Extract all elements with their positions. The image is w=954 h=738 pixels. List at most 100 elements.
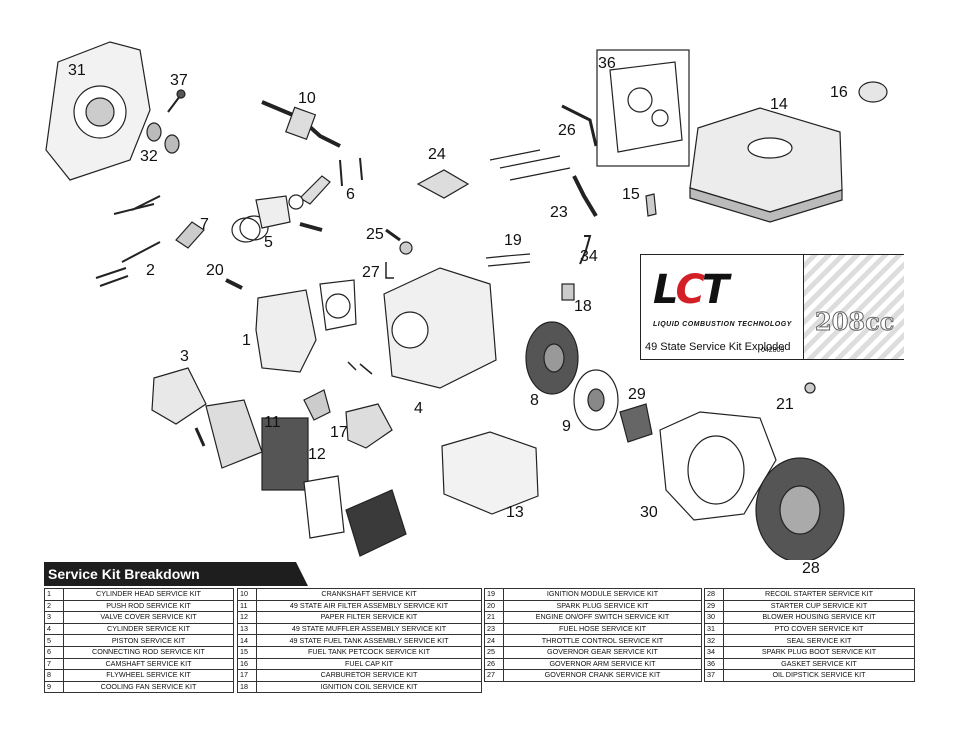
engine-block-drawing [383, 267, 497, 389]
kit-name: SPARK PLUG SERVICE KIT [503, 599, 702, 613]
brand-code: 042809 [761, 347, 785, 354]
part-label-6: 6 [346, 186, 355, 203]
part-label-18: 18 [574, 298, 592, 315]
brand-caption: 49 State Service Kit Exploded [645, 341, 791, 353]
ignition-module-drawing [485, 253, 531, 267]
kit-number: 31 [704, 622, 724, 636]
kit-number: 24 [484, 634, 504, 647]
kit-number: 5 [44, 634, 64, 647]
kit-name: CARBURETOR SERVICE KIT [256, 669, 482, 682]
part-label-34: 34 [580, 248, 598, 265]
kit-name: GOVERNOR ARM SERVICE KIT [503, 657, 702, 671]
spark-plug-drawing [225, 278, 243, 290]
push-rod-drawing [95, 241, 161, 287]
kit-name: VALVE COVER SERVICE KIT [63, 611, 234, 624]
valve-cover-drawing [151, 367, 207, 425]
logo-letter-t: T [701, 267, 729, 313]
kit-name: IGNITION COIL SERVICE KIT [256, 680, 482, 694]
part-label-8: 8 [530, 392, 539, 409]
part-label-23: 23 [550, 204, 568, 221]
kit-number: 9 [44, 680, 64, 694]
logo-letter-l: L [653, 267, 678, 313]
kit-name: PTO COVER SERVICE KIT [723, 622, 915, 636]
kit-name: FUEL CAP KIT [256, 657, 482, 671]
engine-switch-drawing [804, 382, 816, 394]
part-label-15: 15 [622, 186, 640, 203]
part-label-19: 19 [504, 232, 522, 249]
part-label-27: 27 [362, 264, 380, 281]
governor-crank-drawing [385, 262, 394, 279]
kit-name: RECOIL STARTER SERVICE KIT [723, 588, 915, 601]
seal-drawing-1 [146, 122, 162, 142]
piston-drawing [255, 195, 291, 229]
kit-name: STARTER CUP SERVICE KIT [723, 599, 915, 613]
kit-name: SEAL SERVICE KIT [723, 634, 915, 647]
kit-number: 25 [484, 645, 504, 659]
brand-logo-area: LCT LIQUID COMBUSTION TECHNOLOGY [641, 255, 803, 335]
part-label-28: 28 [802, 560, 820, 577]
kit-name: THROTTLE CONTROL SERVICE KIT [503, 634, 702, 647]
kit-number: 32 [704, 634, 724, 647]
brand-stripe-panel [803, 255, 904, 359]
kit-number: 18 [237, 680, 257, 694]
kit-name: FUEL HOSE SERVICE KIT [503, 622, 702, 636]
kit-name: PAPER FILTER SERVICE KIT [256, 611, 482, 624]
kit-name: BLOWER HOUSING SERVICE KIT [723, 611, 915, 624]
throttle-control-drawing [416, 169, 470, 199]
kit-number: 1 [44, 588, 64, 601]
kit-number: 6 [44, 645, 64, 659]
paper-filter-drawing [261, 417, 309, 491]
kit-name: OIL DIPSTICK SERVICE KIT [723, 669, 915, 682]
kit-name: 49 STATE MUFFLER ASSEMBLY SERVICE KIT [256, 622, 482, 636]
kit-name: GOVERNOR GEAR SERVICE KIT [503, 645, 702, 659]
seal-drawing-2 [164, 134, 180, 154]
logo-letter-c: C [675, 267, 705, 313]
part-label-4: 4 [414, 400, 423, 417]
kit-name: GASKET SERVICE KIT [723, 657, 915, 671]
part-label-21: 21 [776, 396, 794, 413]
kit-name: FLYWHEEL SERVICE KIT [63, 669, 234, 682]
part-label-11: 11 [264, 414, 281, 431]
kit-name: SPARK PLUG BOOT SERVICE KIT [723, 645, 915, 659]
kit-number: 11 [237, 599, 257, 613]
part-label-10: 10 [298, 90, 316, 107]
cylinder-head-drawing [255, 289, 317, 373]
kit-number: 2 [44, 599, 64, 613]
kit-number: 23 [484, 622, 504, 636]
kit-name: ENGINE ON/OFF SWITCH SERVICE KIT [503, 611, 702, 624]
kit-name: CYLINDER SERVICE KIT [63, 622, 234, 636]
kit-number: 3 [44, 611, 64, 624]
fuel-hose-drawing [572, 175, 598, 218]
part-label-36: 36 [598, 55, 616, 72]
kit-number: 17 [237, 669, 257, 682]
kit-name: COOLING FAN SERVICE KIT [63, 680, 234, 694]
part-label-25: 25 [366, 226, 384, 243]
part-label-20: 20 [206, 262, 224, 279]
part-label-30: 30 [640, 504, 658, 521]
carburetor-drawing [345, 403, 393, 449]
starter-cup-drawing [619, 403, 653, 443]
part-label-37: 37 [170, 72, 188, 89]
kit-name: GOVERNOR CRANK SERVICE KIT [503, 669, 702, 682]
kit-number: 34 [704, 645, 724, 659]
fuel-cap-drawing [858, 81, 888, 103]
